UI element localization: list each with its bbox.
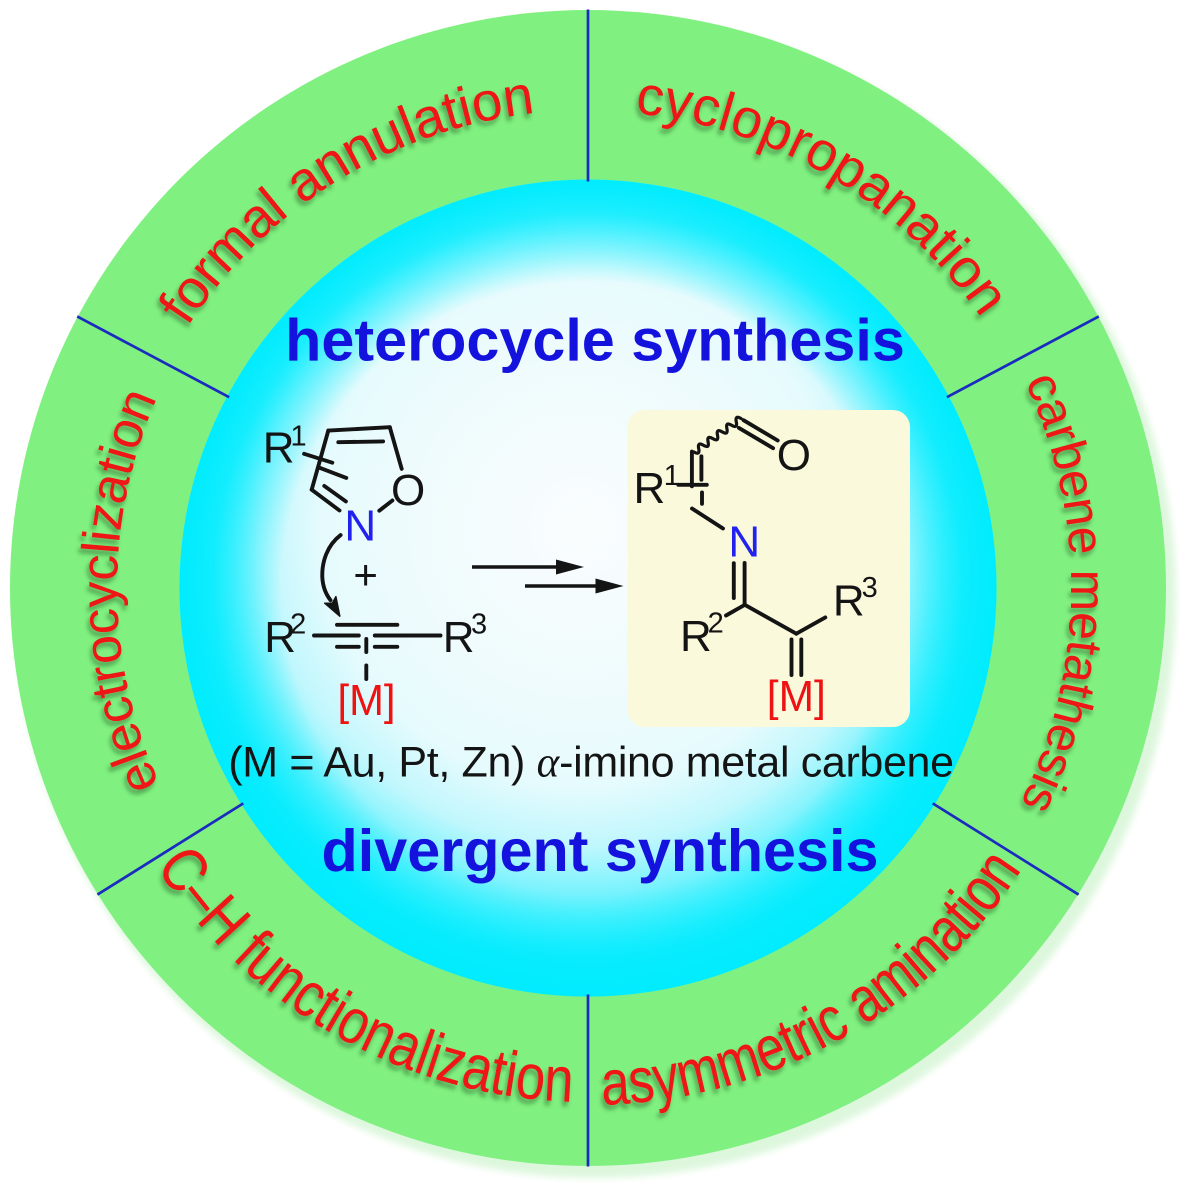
svg-text:O: O — [391, 466, 425, 515]
svg-text:3: 3 — [862, 572, 878, 604]
svg-text:R: R — [833, 577, 865, 626]
svg-text:R: R — [443, 613, 475, 662]
svg-text:2: 2 — [290, 608, 306, 640]
svg-text:R: R — [680, 612, 712, 661]
svg-text:n: n — [542, 1044, 575, 1117]
svg-text:O: O — [777, 431, 811, 480]
svg-text:(M = Au, Pt, Zn) α-imino metal: (M = Au, Pt, Zn) α-imino metal carbene — [228, 739, 953, 787]
svg-text:N: N — [728, 517, 760, 566]
svg-text:N: N — [344, 502, 376, 551]
svg-text:R: R — [634, 464, 666, 513]
svg-text:1: 1 — [291, 420, 307, 452]
svg-text:[M]: [M] — [338, 676, 396, 725]
svg-text:1: 1 — [664, 460, 680, 492]
svg-text:heterocycle synthesis: heterocycle synthesis — [285, 307, 905, 374]
svg-text:R: R — [263, 424, 295, 473]
svg-text:2: 2 — [708, 608, 724, 640]
svg-text:a: a — [599, 1046, 632, 1119]
svg-text:+: + — [353, 551, 378, 598]
svg-text:3: 3 — [471, 608, 487, 640]
svg-text:R: R — [264, 613, 296, 662]
svg-text:divergent synthesis: divergent synthesis — [322, 817, 879, 884]
svg-text:[M]: [M] — [767, 672, 826, 721]
